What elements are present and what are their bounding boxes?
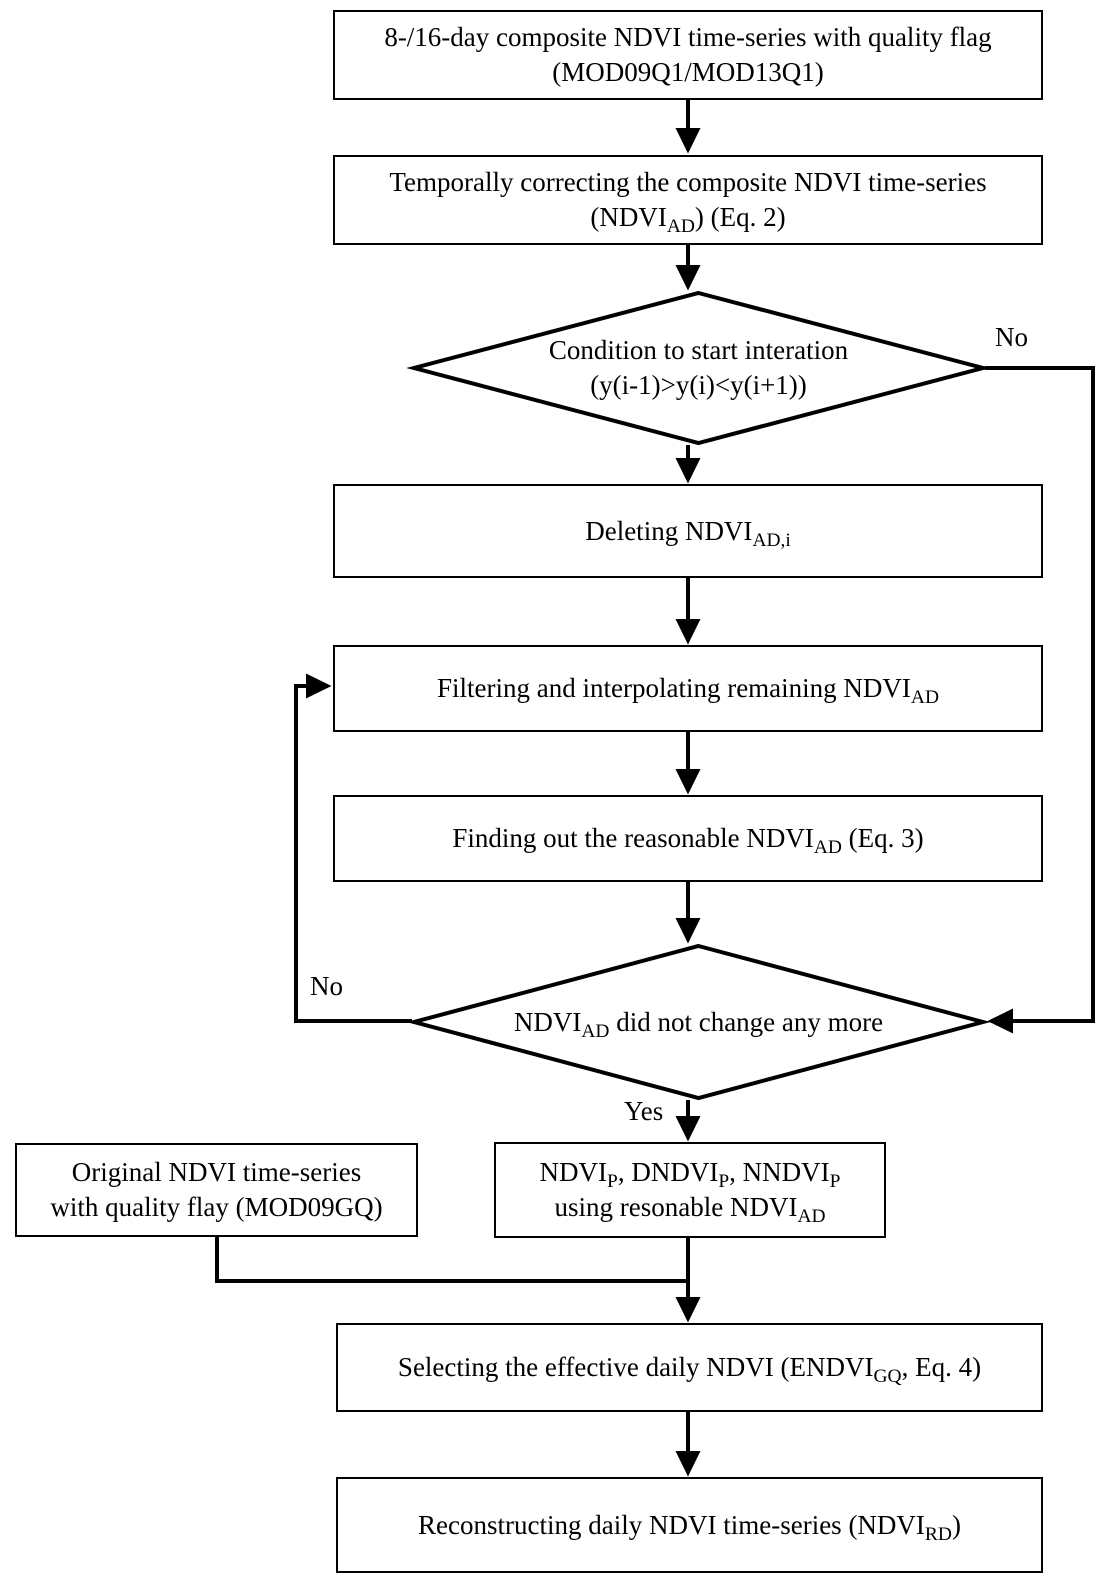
- products-dndvi-p: , DNDVI: [617, 1157, 719, 1188]
- selecting-pre: Selecting the effective daily NDVI (ENDV…: [397, 1352, 874, 1383]
- temporal-line2-pre: (NDVI: [590, 202, 667, 232]
- edge-label-no-left: No: [310, 971, 343, 1001]
- node-condition-start: Condition to start interation (y(i-1)>y(…: [406, 290, 991, 446]
- reconstructing-text: Reconstructing daily NDVI time-series (N…: [346, 1508, 1033, 1545]
- node-temporal-correction: Temporally correcting the composite NDVI…: [333, 155, 1043, 245]
- original-daily-line1: Original NDVI time-series: [71, 1157, 362, 1188]
- finding-pre: Finding out the reasonable NDVI: [452, 823, 814, 854]
- products-line1: NDVIP, DNDVIP, NNDVIP: [539, 1157, 841, 1192]
- original-daily-line2: with quality flay (MOD09GQ): [50, 1192, 383, 1222]
- products-sub-b: P: [718, 1171, 730, 1193]
- reconstructing-pre: Reconstructing daily NDVI time-series (N…: [418, 1509, 925, 1540]
- products-ndvi-p: NDVI: [539, 1157, 608, 1188]
- node-filtering: Filtering and interpolating remaining ND…: [333, 645, 1043, 732]
- deleting-pre: Deleting NDVI: [585, 515, 753, 546]
- finding-sub: AD: [813, 837, 842, 859]
- selecting-text: Selecting the effective daily NDVI (ENDV…: [346, 1350, 1033, 1388]
- selecting-post: , Eq. 4): [901, 1352, 982, 1383]
- products-line2: using resonable NDVIAD: [554, 1192, 825, 1227]
- products-nndvi-p: , NNDVI: [729, 1157, 830, 1188]
- edge-label-yes: Yes: [624, 1096, 664, 1126]
- node-converged: NDVIAD did not change any more: [406, 943, 991, 1101]
- filtering-pre: Filtering and interpolating remaining ND…: [437, 673, 911, 704]
- reconstructing-post: ): [951, 1509, 961, 1540]
- products-sub-c: P: [829, 1171, 841, 1193]
- products-line2-pre: using resonable NDVI: [554, 1192, 798, 1222]
- node-selecting: Selecting the effective daily NDVI (ENDV…: [336, 1323, 1043, 1412]
- reconstructing-sub: RD: [924, 1523, 952, 1545]
- input-composite-line1: 8-/16-day composite NDVI time-series wit…: [384, 22, 992, 53]
- temporal-line2-sub: AD: [666, 215, 695, 237]
- edge-label-no-right: No: [995, 322, 1028, 352]
- node-reconstructing: Reconstructing daily NDVI time-series (N…: [336, 1477, 1043, 1573]
- temporal-correction-line2: (NDVIAD) (Eq. 2): [590, 202, 786, 237]
- finding-post: (Eq. 3): [841, 823, 924, 854]
- node-finding: Finding out the reasonable NDVIAD (Eq. 3…: [333, 795, 1043, 882]
- products-line2-sub: AD: [797, 1205, 826, 1227]
- deleting-sub: AD,i: [752, 529, 791, 551]
- input-composite-line2: (MOD09Q1/MOD13Q1): [552, 57, 824, 87]
- products-sub-a: P: [607, 1171, 618, 1193]
- node-input-composite: 8-/16-day composite NDVI time-series wit…: [333, 10, 1043, 100]
- node-deleting: Deleting NDVIAD,i: [333, 484, 1043, 578]
- node-original-daily: Original NDVI time-series with quality f…: [15, 1143, 418, 1237]
- deleting-text: Deleting NDVIAD,i: [343, 514, 1033, 551]
- temporal-line2-post: ) (Eq. 2): [694, 202, 786, 232]
- selecting-sub: GQ: [873, 1366, 902, 1388]
- node-products: NDVIP, DNDVIP, NNDVIP using resonable ND…: [494, 1142, 886, 1238]
- filtering-sub: AD: [910, 687, 939, 709]
- filtering-text: Filtering and interpolating remaining ND…: [343, 671, 1033, 709]
- temporal-correction-line1: Temporally correcting the composite NDVI…: [389, 167, 987, 198]
- finding-text: Finding out the reasonable NDVIAD (Eq. 3…: [343, 821, 1033, 859]
